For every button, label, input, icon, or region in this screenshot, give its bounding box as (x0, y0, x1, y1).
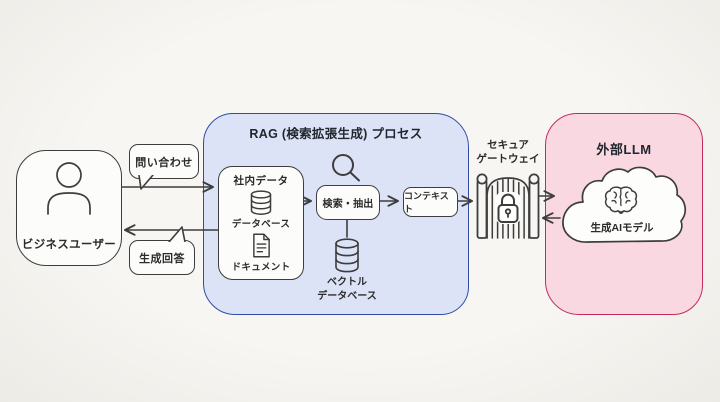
context-label: コンテキスト (404, 191, 449, 214)
document-label: ドキュメント (231, 262, 291, 273)
inquiry-bubble-tail (138, 175, 154, 190)
business-user-label: ビジネスユーザー (21, 239, 117, 251)
database-label: データベース (231, 219, 291, 230)
cloud-icon (562, 166, 687, 243)
answer-bubble-label: 生成回答 (139, 252, 185, 265)
inquiry-bubble-label: 問い合わせ (135, 156, 193, 169)
document-icon (252, 233, 270, 258)
magnifier-icon (332, 154, 360, 182)
gateway-label-line2: ゲートウェイ (476, 152, 540, 165)
gate-icon (476, 173, 540, 239)
padlock-icon (495, 192, 521, 224)
vector-database-label-line2: データベース (317, 290, 377, 302)
search-extract-box: 検索・抽出 (316, 185, 380, 220)
external-llm-title: 外部LLM (596, 142, 652, 157)
internal-data-box: 社内データ データベース ドキュメント (218, 166, 304, 280)
answer-bubble: 生成回答 (129, 240, 195, 275)
internal-data-title: 社内データ (233, 175, 289, 187)
rag-process-title: RAG (検索拡張生成) プロセス (249, 127, 423, 141)
person-icon (47, 162, 91, 215)
vector-database-icon (335, 238, 359, 273)
gateway-label: セキュア ゲートウェイ (456, 139, 560, 166)
business-user-box: ビジネスユーザー (16, 150, 122, 266)
context-box: コンテキスト (403, 187, 458, 217)
llm-model-label: 生成AIモデル (590, 222, 654, 234)
brain-icon (604, 186, 638, 214)
vector-database-label-line1: ベクトル (327, 277, 367, 288)
inquiry-bubble: 問い合わせ (129, 144, 199, 179)
search-extract-label: 検索・抽出 (322, 199, 374, 210)
vector-database-label: ベクトル データベース (297, 276, 397, 303)
gateway-label-line1: セキュア (487, 139, 529, 151)
database-icon (250, 190, 272, 215)
answer-bubble-tail (168, 226, 186, 242)
